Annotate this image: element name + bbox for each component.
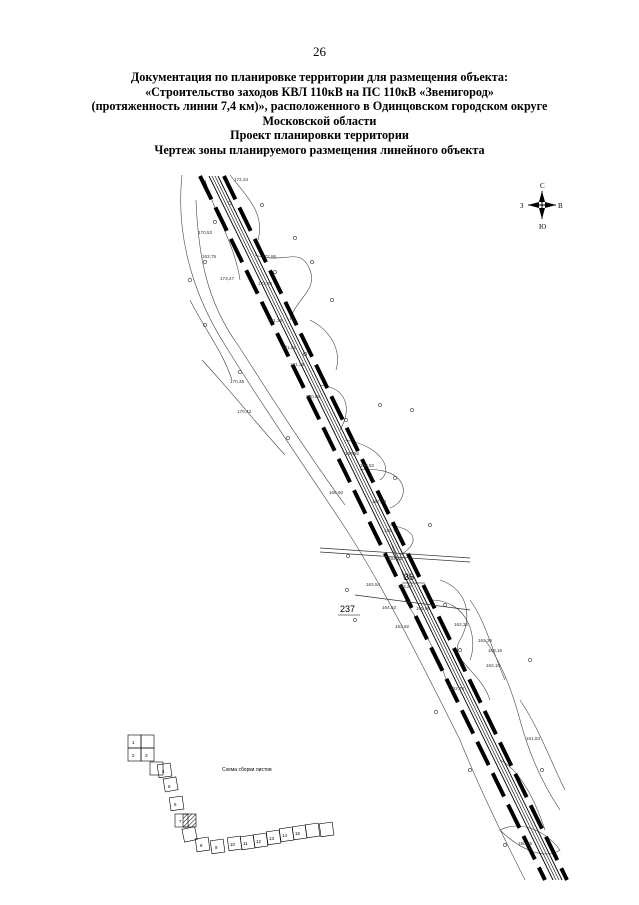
sheet-number: 7 (179, 819, 182, 824)
sheet-number: 12 (256, 839, 262, 844)
title-line-1: Документация по планировке территории дл… (130, 70, 509, 84)
elevation-label: 164,21 (388, 556, 402, 561)
elevation-label: 162,10 (486, 663, 500, 668)
compass-east: В (558, 202, 563, 210)
sheet-number: 9 (215, 845, 218, 850)
title-line-6: Чертеж зоны планируемого размещения лине… (154, 142, 485, 157)
elevation-label: 171,28 (290, 362, 304, 367)
elevation-label: 168,52 (360, 463, 374, 468)
elevation-label: 160,35 (518, 841, 532, 846)
parcel-label-237: 237 (340, 604, 355, 614)
sheet-index-scheme: 1 2 3 4 5 6 7 8 9 10 11 12 13 14 15 (127, 734, 335, 855)
document-title: Документация по планировке территории дл… (0, 70, 639, 158)
elevation-label: 165,74 (384, 528, 398, 533)
sheet-number: 11 (243, 841, 248, 846)
survey-markers (188, 201, 544, 847)
elevation-label: 163,16 (488, 648, 502, 653)
sheet-number: 3 (145, 753, 148, 758)
elevation-label: 171,91 (282, 345, 296, 350)
sheet-number: 6 (174, 802, 177, 807)
elevation-label: 172,34 (234, 177, 248, 182)
compass-south: Ю (539, 223, 546, 231)
elevation-label: 173,47 (220, 276, 234, 281)
sheet-scheme-label: Схема сборки листов (222, 767, 272, 773)
title-line-2: «Строительство заходов КВЛ 110кВ на ПС 1… (145, 84, 494, 99)
elevation-label: 170,43 (237, 409, 251, 414)
sheet-number: 13 (269, 836, 275, 841)
sheet-number: 10 (230, 842, 236, 847)
page-number: 26 (313, 44, 326, 59)
sheet-number: 15 (295, 831, 301, 836)
linear-object-corridor (198, 175, 569, 881)
elevation-label: 170,53 (198, 230, 212, 235)
elevation-label: 164,53 (382, 605, 396, 610)
elevation-labels: 172,34 170,53 163,75 172,86 173,47 173,2… (198, 177, 540, 846)
compass-rose: С Ю В З (520, 182, 563, 231)
elevation-label: 163,82 (395, 624, 409, 629)
elevation-label: 163,75 (202, 254, 216, 259)
sheet-number: 8 (200, 843, 203, 848)
parcel-label-36: 36 (404, 572, 414, 582)
elevation-label: 163,54 (366, 582, 380, 587)
compass-west: З (520, 202, 524, 210)
elevation-label: 173,28 (258, 281, 272, 286)
elevation-label: 162,78 (450, 686, 464, 691)
elevation-label: 167,79 (372, 499, 386, 504)
sheet-number: 4 (162, 769, 165, 774)
road-crossings (319, 539, 471, 611)
elevation-label: 161,53 (526, 736, 540, 741)
elevation-label: 170,86 (306, 394, 320, 399)
elevation-label: 165,90 (416, 606, 430, 611)
elevation-label: 162,32 (454, 622, 468, 627)
sheet-number: 14 (282, 833, 288, 838)
sheet-number: 5 (168, 784, 171, 789)
elevation-label: 162,39 (478, 638, 492, 643)
elevation-label: 166,60 (329, 490, 343, 495)
elevation-label: 169,82 (345, 451, 359, 456)
compass-north: С (540, 182, 545, 190)
elevation-label: 172,86 (262, 254, 276, 259)
title-line-3: (протяженность линии 7,4 км)», расположе… (91, 99, 548, 114)
elevation-label: 163,27 (398, 584, 412, 589)
sheet-number: 2 (132, 753, 135, 758)
title-line-5: Проект планировки территории (230, 128, 409, 143)
sheet-number: 1 (132, 740, 135, 745)
elevation-label: 170,35 (230, 379, 244, 384)
elevation-label: 171,36 (268, 318, 282, 323)
title-line-4: Московской области (262, 113, 377, 128)
